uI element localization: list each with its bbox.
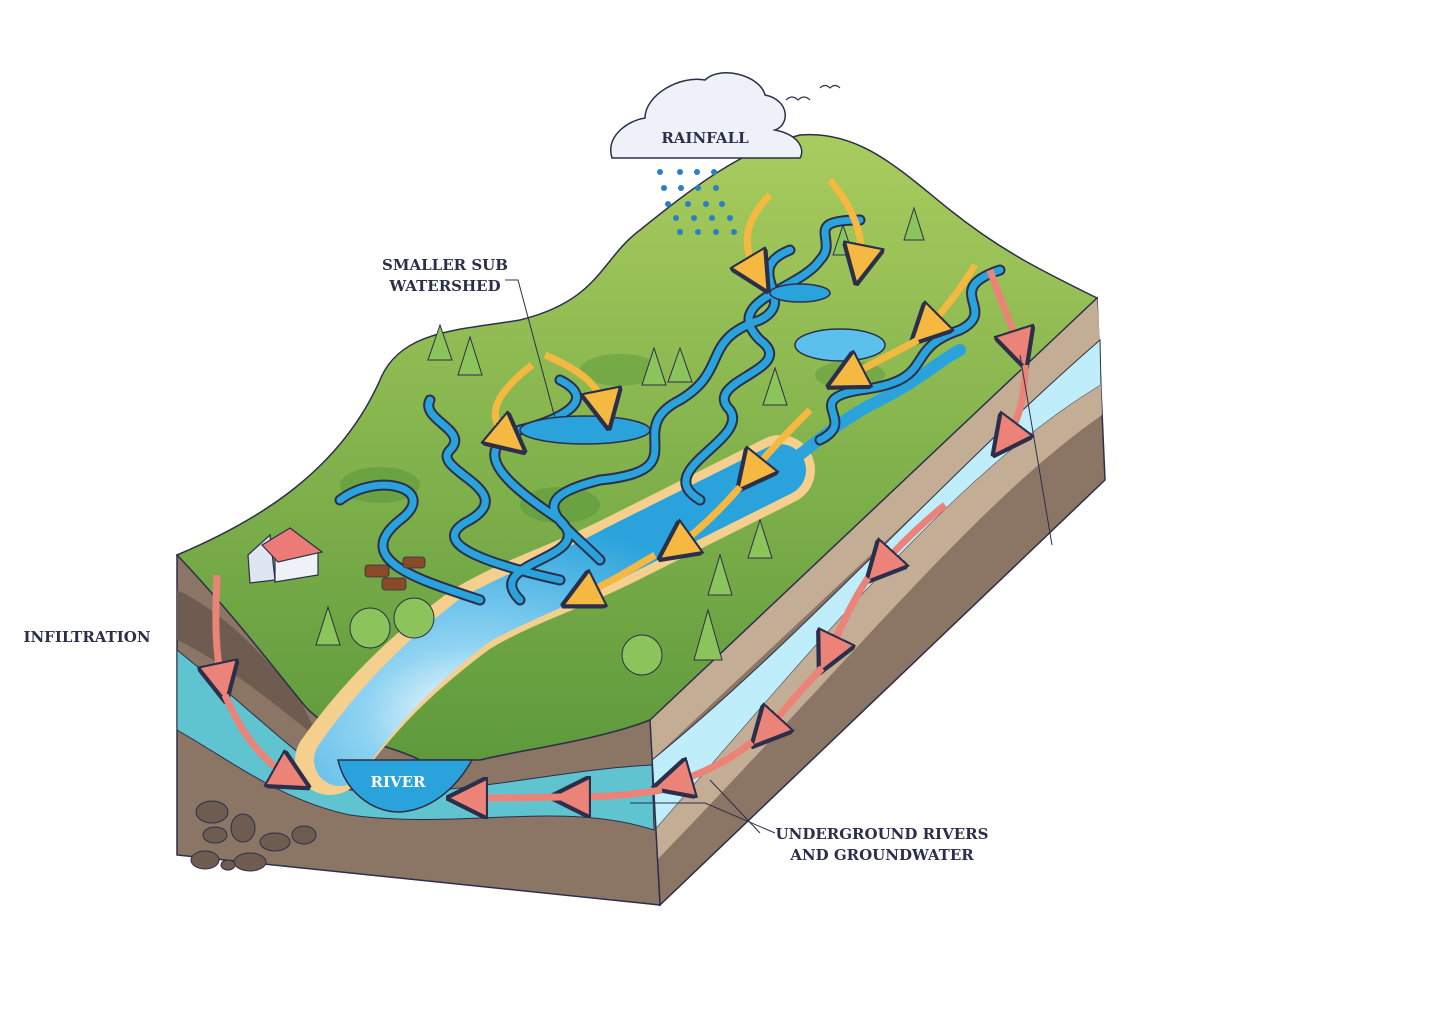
rainfall-label: RAINFALL (661, 129, 749, 147)
river-label: RIVER (370, 773, 426, 791)
infiltration-label: INFILTRATION (23, 628, 150, 646)
surface-runoff-arrows (495, 177, 979, 597)
groundwater-label-line1: UNDERGROUND RIVERS (776, 825, 989, 843)
trees (315, 206, 925, 676)
cows (364, 556, 426, 591)
pond (794, 328, 886, 362)
sub-watershed-label-line2: WATERSHED (388, 277, 500, 295)
groundwater-arrows (216, 268, 1025, 798)
pond (769, 283, 831, 303)
river-system (295, 214, 1006, 813)
sub-watershed-lake (519, 415, 651, 445)
farmhouse (247, 527, 324, 584)
callouts (505, 279, 1053, 834)
groundwater-label-line2: AND GROUNDWATER (789, 846, 974, 864)
birds-icon (785, 84, 841, 101)
rain-cloud: RAINFALL (610, 72, 841, 235)
rocks (190, 800, 317, 872)
sub-watershed-label-line1: SMALLER SUB (382, 256, 508, 274)
raindrops (657, 169, 737, 235)
